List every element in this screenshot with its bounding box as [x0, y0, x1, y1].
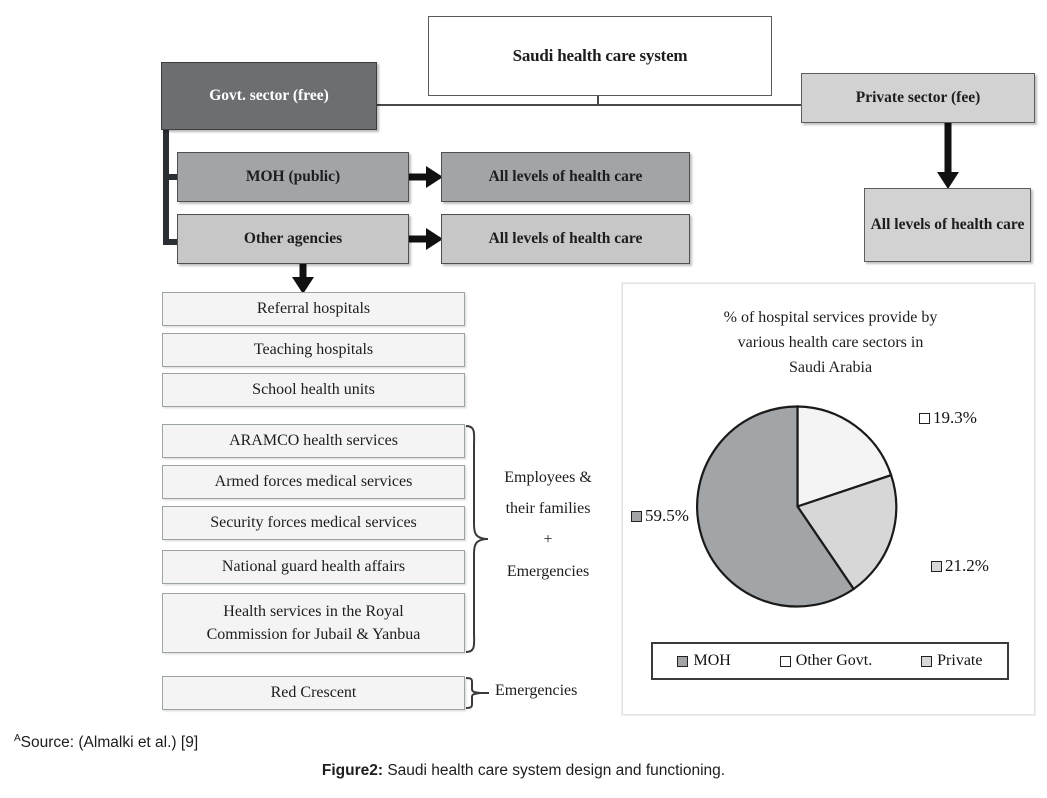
- node-label: All levels of health care: [488, 229, 643, 247]
- list-item-armed-forces-medical-services[interactable]: Armed forces medical services: [162, 465, 465, 499]
- swatch-other-govt-icon: [779, 655, 791, 667]
- swatch-other-govt-icon: [919, 412, 930, 424]
- chart-title-line1: % of hospital services provide by: [723, 309, 938, 326]
- brace-label-line2: their families: [505, 500, 591, 518]
- pie-slice-other-govt: [796, 405, 893, 509]
- list-item-label: Security forces medical services: [210, 513, 417, 531]
- brace-employees-families: [462, 424, 488, 654]
- list-item-label: National guard health affairs: [221, 557, 406, 575]
- list-item-referral-hospitals[interactable]: Referral hospitals: [162, 292, 465, 326]
- node-govt-sector[interactable]: Govt. sector (free): [161, 62, 377, 130]
- chart-legend: MOH Other Govt. Private: [651, 642, 1009, 680]
- node-label-line2: health care: [951, 215, 1025, 233]
- brace-label-employees: Employees & their families + Emergencies: [492, 462, 604, 587]
- node-label: Saudi health care system: [512, 45, 688, 65]
- swatch-private-icon: [931, 560, 942, 572]
- arrow-other-agencies-to-all-levels: [409, 228, 443, 250]
- pie-label-moh: 59.5%: [631, 506, 689, 526]
- pie-chart-panel: % of hospital services provide by variou…: [622, 283, 1035, 715]
- figure-caption-text: Saudi health care system design and func…: [383, 762, 726, 779]
- pie-label-private: 21.2%: [931, 556, 989, 576]
- node-all-levels-moh[interactable]: All levels of health care: [441, 152, 690, 202]
- arrow-private-to-all-levels: [937, 123, 959, 189]
- pie-slice-private: [795, 473, 898, 591]
- pie-label-value: 19.3%: [933, 408, 977, 427]
- swatch-moh-icon: [631, 510, 642, 522]
- pie-slice-moh: [696, 405, 856, 608]
- source-text: Source: (Almalki et al.) [9]: [20, 734, 199, 752]
- list-item-royal-commission-health-services[interactable]: Health services in the Royal Commission …: [162, 593, 465, 653]
- list-item-aramco-health-services[interactable]: ARAMCO health services: [162, 424, 465, 458]
- pie-label-value: 59.5%: [645, 506, 689, 525]
- connector-govt-vertical: [163, 128, 169, 245]
- pie-label-other-govt: 19.3%: [919, 408, 977, 428]
- brace-label-line1: Employees &: [504, 469, 592, 486]
- list-item-label: School health units: [252, 380, 375, 398]
- node-private-sector[interactable]: Private sector (fee): [801, 73, 1035, 123]
- source-marker: A: [14, 733, 21, 744]
- list-item-label-wrap: Health services in the Royal Commission …: [207, 600, 421, 646]
- list-item-label-line2: Commission for Jubail & Yanbua: [206, 626, 421, 643]
- list-item-security-forces-medical-services[interactable]: Security forces medical services: [162, 506, 465, 540]
- node-label-line1: All levels of: [870, 215, 948, 233]
- swatch-moh-icon: [677, 655, 689, 667]
- list-item-label: Armed forces medical services: [214, 472, 413, 490]
- list-item-label: ARAMCO health services: [229, 431, 398, 449]
- node-label-wrap: All levels of health care: [871, 216, 1025, 234]
- legend-label: MOH: [693, 652, 731, 669]
- node-label: MOH (public): [245, 167, 341, 185]
- node-label: Private sector (fee): [855, 88, 981, 106]
- pie-chart: [695, 404, 900, 609]
- legend-item-other-govt[interactable]: Other Govt.: [779, 652, 873, 670]
- connector-govt-to-moh: [163, 174, 183, 180]
- node-label: All levels of health care: [488, 167, 643, 185]
- chart-title-line2: various health care sectors in: [737, 333, 924, 351]
- connector-title-drop: [597, 96, 599, 105]
- legend-item-moh[interactable]: MOH: [677, 652, 731, 670]
- arrow-moh-to-all-levels: [409, 166, 443, 188]
- figure-caption-label: Figure2:: [321, 762, 384, 779]
- list-item-label-line1: Health services in the Royal: [223, 602, 404, 620]
- brace-emergencies: [462, 676, 489, 710]
- node-label: Govt. sector (free): [209, 86, 329, 104]
- node-other-agencies[interactable]: Other agencies: [177, 214, 409, 264]
- chart-title: % of hospital services provide by variou…: [653, 306, 1008, 380]
- figure-caption: Figure2: Saudi health care system design…: [0, 762, 1047, 780]
- node-moh-public[interactable]: MOH (public): [177, 152, 409, 202]
- list-item-label: Red Crescent: [270, 683, 357, 701]
- list-item-label: Referral hospitals: [256, 299, 371, 317]
- node-all-levels-other-agencies[interactable]: All levels of health care: [441, 214, 690, 264]
- legend-label: Private: [937, 652, 983, 669]
- source-note: ASource: (Almalki et al.) [9]: [14, 733, 198, 752]
- pie-label-value: 21.2%: [945, 556, 989, 575]
- legend-label: Other Govt.: [795, 652, 873, 669]
- node-saudi-health-care-system[interactable]: Saudi health care system: [428, 16, 772, 96]
- list-item-label: Teaching hospitals: [253, 340, 374, 358]
- arrow-other-agencies-to-facilities: [292, 264, 314, 294]
- brace-label-line3: +: [543, 531, 553, 549]
- chart-title-line3: Saudi Arabia: [788, 358, 873, 376]
- node-all-levels-private[interactable]: All levels of health care: [864, 188, 1031, 262]
- swatch-private-icon: [921, 655, 933, 667]
- node-label: Other agencies: [243, 229, 343, 247]
- list-item-national-guard-health-affairs[interactable]: National guard health affairs: [162, 550, 465, 584]
- list-item-school-health-units[interactable]: School health units: [162, 373, 465, 407]
- brace-label-emergencies: Emergencies: [495, 681, 607, 700]
- list-item-red-crescent[interactable]: Red Crescent: [162, 676, 465, 710]
- brace-label-text: Emergencies: [495, 682, 578, 699]
- brace-label-line4: Emergencies: [506, 562, 590, 580]
- list-item-teaching-hospitals[interactable]: Teaching hospitals: [162, 333, 465, 367]
- connector-trunk-horizontal: [377, 104, 801, 106]
- legend-item-private[interactable]: Private: [921, 652, 982, 670]
- connector-govt-to-other-agencies: [163, 239, 183, 245]
